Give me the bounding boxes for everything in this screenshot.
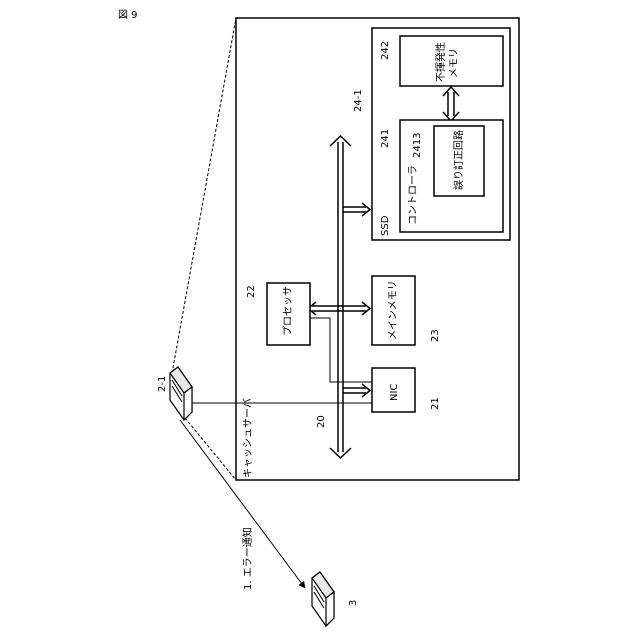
device-3-icon <box>312 572 334 626</box>
device-2-1-ref: 2-1 <box>157 376 168 392</box>
ssd-label: SSD <box>380 215 391 236</box>
error-notice-label: 1. エラー通知 <box>241 527 254 590</box>
processor-ref: 22 <box>246 285 257 298</box>
figure-label: 図 9 <box>118 9 138 21</box>
nonvolatile-memory-label-1: 不揮発性 <box>434 42 447 82</box>
ecc-circuit-label: 誤り訂正回路 <box>452 130 465 190</box>
nonvolatile-memory-ref: 242 <box>380 41 391 60</box>
device-2-1-icon <box>170 367 192 420</box>
processor-label: プロセッサ <box>282 286 294 336</box>
ssd-ref: 24-1 <box>353 89 364 112</box>
zoom-line-top <box>173 18 236 368</box>
bus-ref: 20 <box>316 415 327 428</box>
nonvolatile-memory-label-2: メモリ <box>449 48 460 78</box>
zoom-line-bottom <box>185 418 236 480</box>
cache-server-label: キャッシュサーバ <box>242 398 254 478</box>
nic-ref: 21 <box>430 397 441 410</box>
controller-label: コントローラ <box>407 165 419 225</box>
device-3-ref: 3 <box>348 600 359 606</box>
main-memory-label: メインメモリ <box>388 280 399 340</box>
controller-ref: 241 <box>380 129 391 148</box>
nic-label: NIC <box>389 384 400 401</box>
main-memory-ref: 23 <box>430 329 441 342</box>
ecc-circuit-ref: 2413 <box>412 133 423 158</box>
